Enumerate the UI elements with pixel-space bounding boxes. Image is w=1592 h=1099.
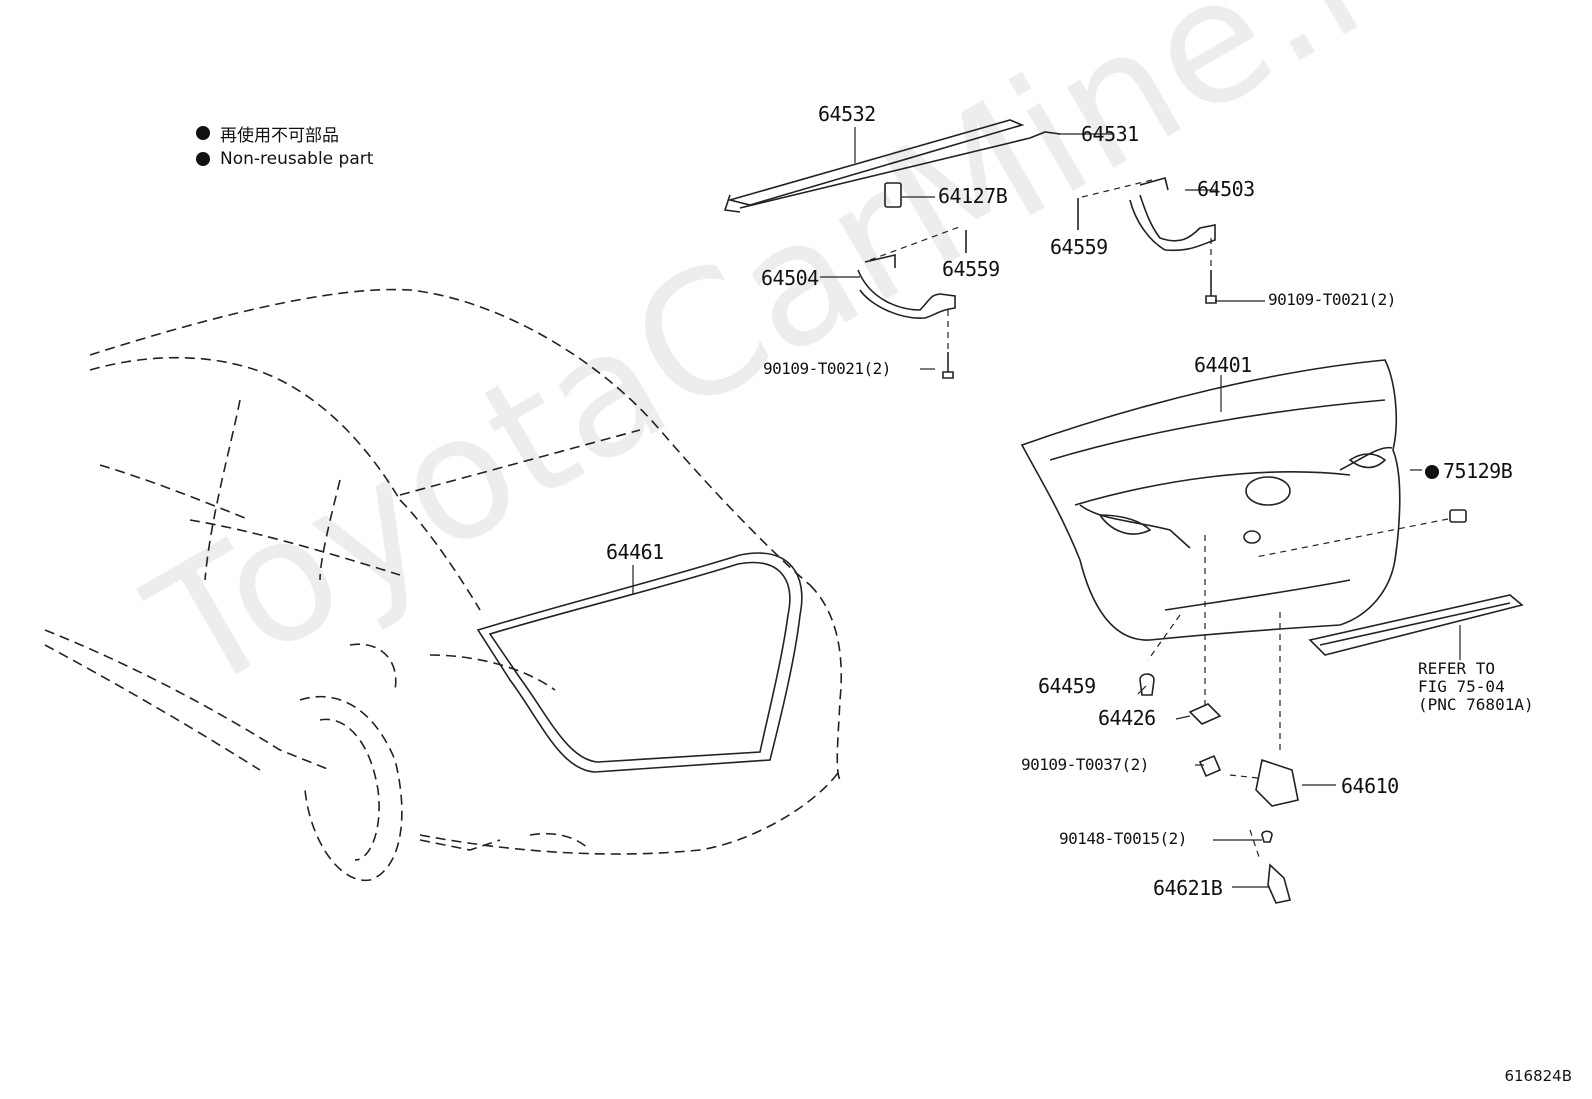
part-label-64532[interactable]: 64532 (818, 102, 876, 126)
part-label-64531[interactable]: 64531 (1081, 122, 1139, 146)
hinge-64503 (1129, 177, 1216, 252)
small-components (884, 182, 1467, 904)
legend-jp-label: 再使用不可部品 (220, 125, 339, 146)
weatherstrip-64461 (476, 552, 803, 773)
part-label-64621B[interactable]: 64621B (1153, 876, 1223, 900)
legend-row-jp: 再使用不可部品 (196, 120, 373, 146)
part-label-90109-T0037[interactable]: 90109-T0037(2) (1021, 755, 1149, 774)
leader-lines (869, 179, 1449, 861)
non-reusable-dot-icon (196, 126, 210, 140)
part-label-64610[interactable]: 64610 (1341, 774, 1399, 798)
refer-line-2: FIG 75-04 (1418, 677, 1505, 696)
part-label-90109-T0021-left[interactable]: 90109-T0021(2) (763, 359, 891, 378)
bolts (942, 198, 1217, 379)
part-label-64503[interactable]: 64503 (1197, 177, 1255, 201)
garnish-76801A (1308, 594, 1524, 656)
legend: 再使用不可部品 Non-reusable part (196, 120, 373, 172)
part-label-64401[interactable]: 64401 (1194, 353, 1252, 377)
part-label-75129B-text: 75129B (1443, 459, 1513, 483)
refer-note[interactable]: REFER TO FIG 75-04 (PNC 76801A) (1418, 660, 1534, 714)
legend-en-label: Non-reusable part (220, 149, 374, 169)
torsion-bars (723, 119, 1061, 213)
diagram-id: 616824B (1504, 1067, 1572, 1085)
part-label-75129B[interactable]: 75129B (1425, 459, 1513, 483)
part-label-90109-T0021-right[interactable]: 90109-T0021(2) (1268, 290, 1396, 309)
part-label-64459[interactable]: 64459 (1038, 674, 1096, 698)
legend-row-en: Non-reusable part (196, 146, 373, 172)
part-label-64559-right[interactable]: 64559 (1050, 235, 1108, 259)
part-label-64426[interactable]: 64426 (1098, 706, 1156, 730)
part-label-90148-T0015[interactable]: 90148-T0015(2) (1059, 829, 1187, 848)
part-label-64461[interactable]: 64461 (606, 540, 664, 564)
non-reusable-dot-icon (1425, 465, 1439, 479)
car-body-outline (44, 288, 843, 882)
non-reusable-dot-icon (196, 152, 210, 166)
part-label-64559-left[interactable]: 64559 (942, 257, 1000, 281)
trunk-lid-64401 (1020, 359, 1401, 641)
refer-line-3: (PNC 76801A) (1418, 695, 1534, 714)
part-label-64127B[interactable]: 64127B (938, 184, 1008, 208)
label-leaders (632, 127, 1461, 888)
refer-line-1: REFER TO (1418, 659, 1496, 678)
hinge-64504 (857, 253, 956, 319)
part-label-64504[interactable]: 64504 (761, 266, 819, 290)
